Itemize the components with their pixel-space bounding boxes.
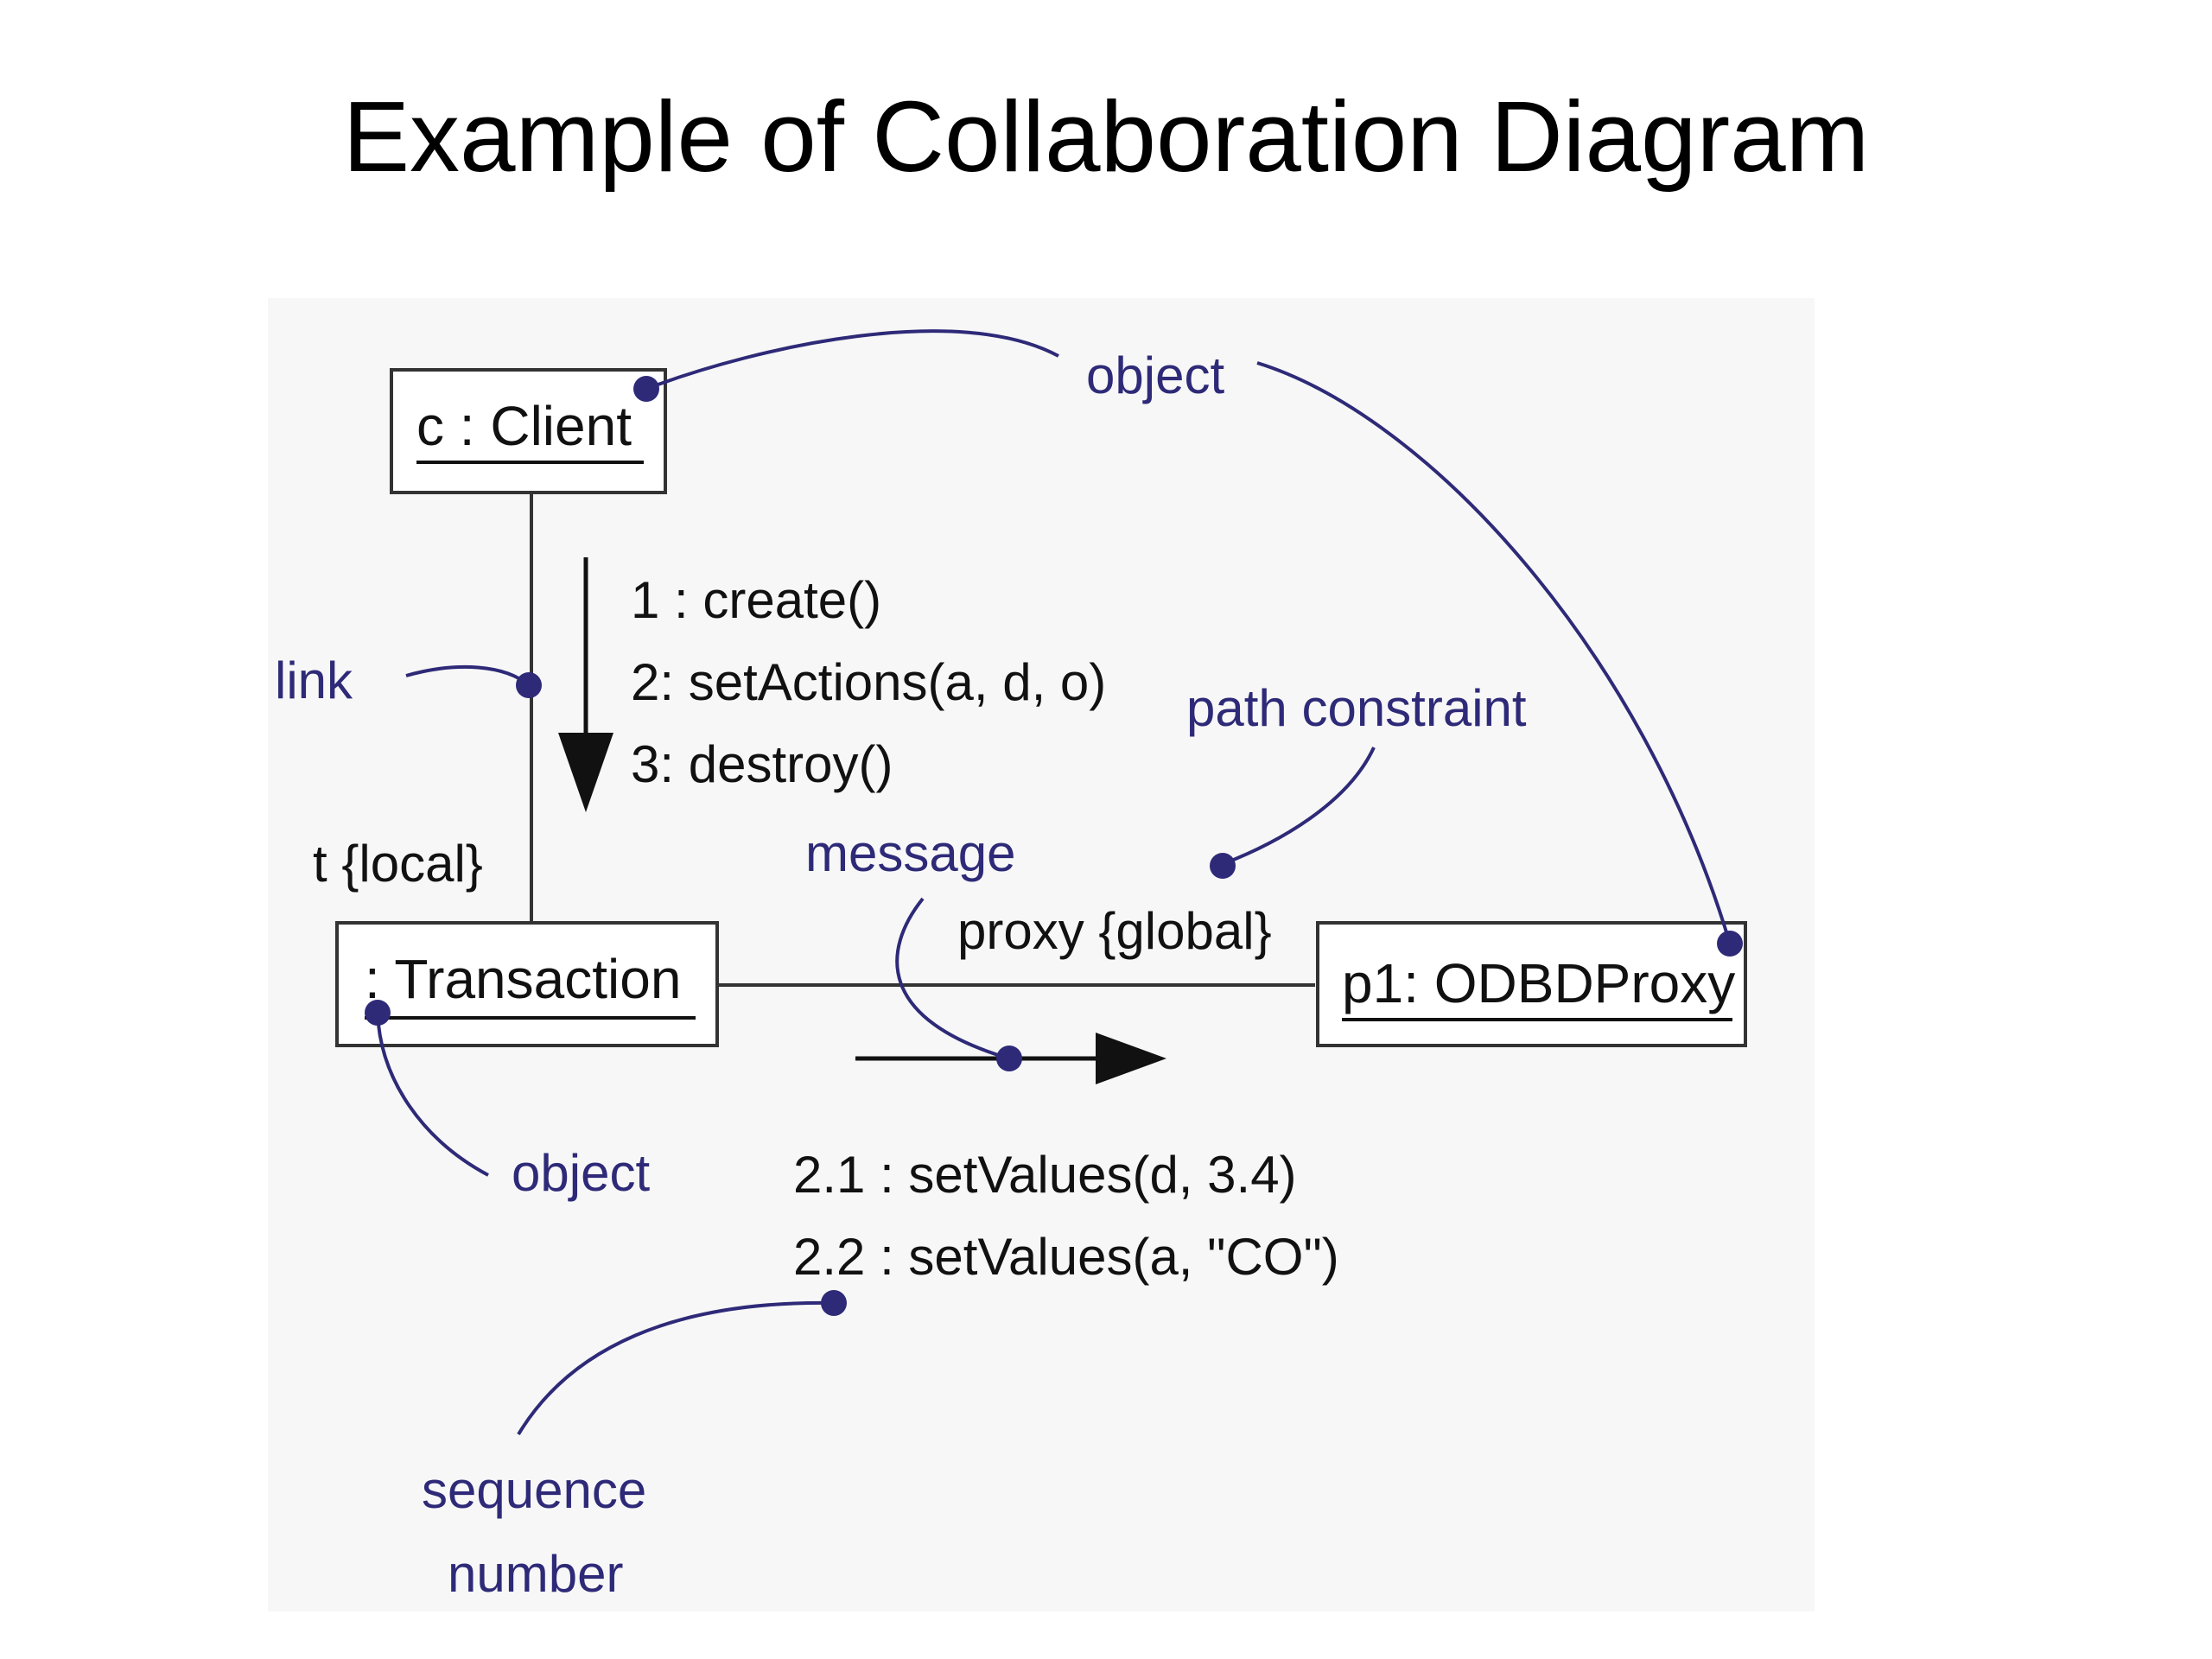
message-create: 1 : create() bbox=[631, 571, 881, 629]
link-dot bbox=[516, 672, 542, 698]
transaction-object-box bbox=[335, 921, 719, 1047]
message-arrow-down-head bbox=[558, 733, 613, 812]
message-set-actions: 2: setActions(a, d, o) bbox=[631, 653, 1106, 711]
sequence-number-dot bbox=[821, 1290, 847, 1316]
link-annotation: link bbox=[275, 652, 353, 709]
client-object-box bbox=[390, 368, 667, 494]
message-arrow-right-head bbox=[1096, 1033, 1166, 1084]
object-bottom-annotation: object bbox=[512, 1144, 650, 1202]
sequence-number-annotation-line1: sequence bbox=[422, 1461, 646, 1519]
object-bottom-dot bbox=[365, 1000, 391, 1026]
object-top-pointer-to-proxy bbox=[1256, 361, 1732, 944]
object-top-dot-client bbox=[633, 376, 659, 402]
slide-title: Example of Collaboration Diagram bbox=[342, 80, 1870, 193]
object-bottom-pointer bbox=[376, 1012, 489, 1177]
message-set-values-a: 2.2 : setValues(a, "CO") bbox=[793, 1228, 1339, 1286]
message-pointer bbox=[895, 897, 1010, 1060]
proxy-object-name: p1: ODBDProxy bbox=[1342, 952, 1735, 1014]
transaction-proxy-role: proxy {global} bbox=[957, 902, 1272, 960]
message-dot bbox=[996, 1046, 1022, 1071]
proxy-object-box bbox=[1316, 921, 1747, 1047]
client-object-name: c : Client bbox=[416, 395, 632, 457]
sequence-number-pointer bbox=[517, 1300, 835, 1436]
client-transaction-role: t {local} bbox=[313, 835, 483, 893]
object-top-annotation: object bbox=[1086, 346, 1224, 404]
path-constraint-pointer bbox=[1222, 747, 1376, 866]
path-constraint-annotation: path constraint bbox=[1186, 679, 1527, 737]
path-constraint-dot bbox=[1210, 853, 1236, 879]
object-top-dot-proxy bbox=[1717, 931, 1743, 957]
message-set-values-d: 2.1 : setValues(d, 3.4) bbox=[793, 1146, 1297, 1204]
message-annotation: message bbox=[805, 824, 1015, 882]
message-destroy: 3: destroy() bbox=[631, 735, 893, 793]
object-top-pointer-to-client bbox=[645, 329, 1059, 391]
transaction-object-name: : Transaction bbox=[365, 948, 681, 1010]
sequence-number-annotation-line2: number bbox=[448, 1545, 623, 1603]
